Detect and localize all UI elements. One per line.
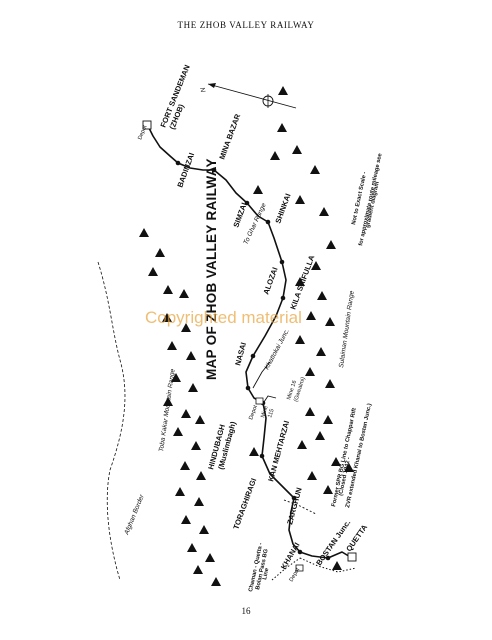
mountain-icon xyxy=(326,240,336,249)
mountain-icon xyxy=(205,553,215,562)
depot-hindubagh: Depot xyxy=(248,404,259,420)
mountain-icon xyxy=(181,409,191,418)
mountain-icon xyxy=(173,427,183,436)
chaman-line xyxy=(271,557,357,581)
mountain-icon xyxy=(186,351,196,360)
mountain-icon xyxy=(323,415,333,424)
mountain-icon xyxy=(344,463,354,472)
mountain-icon xyxy=(167,341,177,350)
station-shinkai: SHINKAI xyxy=(273,192,292,224)
mountain-icon xyxy=(311,261,321,270)
mountain-icon xyxy=(317,291,327,300)
mountain-icon xyxy=(277,123,287,132)
mountain-icon xyxy=(194,497,204,506)
mountain-symbols xyxy=(139,86,354,586)
copyright-watermark: Copyrighted material xyxy=(145,308,302,327)
mountain-icon xyxy=(331,457,341,466)
mountain-icon xyxy=(316,347,326,356)
mountain-icon xyxy=(179,289,189,298)
mountain-icon xyxy=(155,248,165,257)
mountain-icon xyxy=(191,441,201,450)
depot-south: Depot xyxy=(289,567,302,583)
mountain-icon xyxy=(270,151,280,160)
mountain-icon xyxy=(325,317,335,326)
mine-115-line1: Mine xyxy=(260,405,269,418)
mountain-icon xyxy=(196,471,206,480)
page-number: 16 xyxy=(241,606,251,616)
afghan-border xyxy=(97,261,126,581)
mountain-icon xyxy=(307,471,317,480)
khattokai-junction: Khattokai Junc. xyxy=(264,328,291,371)
mountain-icon xyxy=(187,543,197,552)
north-label: N xyxy=(198,87,206,94)
mountain-icon xyxy=(163,285,173,294)
mine-16-line1: Mine 16 xyxy=(286,380,298,401)
former-spr-link xyxy=(283,499,317,515)
mountain-icon xyxy=(171,373,181,382)
mountain-icon xyxy=(193,565,203,574)
mountain-icon xyxy=(319,207,329,216)
station-badinzai: BADINZAI xyxy=(175,152,196,189)
sulaiman-range: Sulaiman Mountain Range xyxy=(338,290,356,368)
mountain-icon xyxy=(306,311,316,320)
mountain-icon xyxy=(180,461,190,470)
mountain-icon xyxy=(323,485,333,494)
mountain-icon xyxy=(195,415,205,424)
map-title: MAP OF ZHOB VALLEY RAILWAY xyxy=(204,158,219,380)
mountain-icon xyxy=(175,487,185,496)
station-nasai: NASAI xyxy=(233,341,248,366)
mountain-icon xyxy=(325,379,335,388)
station-kila-saifulla: KILA SAIFULLA xyxy=(288,253,316,310)
depot-north: Depot xyxy=(137,124,148,141)
railway-line xyxy=(147,125,353,559)
afghan-border-label: Afghan Border xyxy=(123,493,146,537)
mountain-icon xyxy=(295,335,305,344)
toba-kakar-range: Toba Kakar Mountain Range xyxy=(158,368,177,452)
station-toragharghi: TORAGHIRAGI xyxy=(231,477,258,531)
mountain-icon xyxy=(295,195,305,204)
north-arrow: N xyxy=(198,83,297,109)
mountain-icon xyxy=(162,313,172,322)
station-kan-mehtarzai: KAN MEHTARZAI xyxy=(266,420,291,483)
mountain-icon xyxy=(163,397,173,406)
chaman-line-note3: Line xyxy=(262,567,271,581)
mine-115-line2: 115 xyxy=(267,408,275,418)
running-head: THE ZHOB VALLEY RAILWAY xyxy=(177,20,315,30)
station-markers xyxy=(142,120,357,572)
station-bostan-junc: BOSTAN Junc. xyxy=(314,518,352,567)
station-mina-bazar: MINA BAZAR xyxy=(217,112,242,160)
station-alozai: ALOZAI xyxy=(261,266,279,296)
mountain-icon xyxy=(148,267,158,276)
mountain-icon xyxy=(253,185,263,194)
mountain-icon xyxy=(139,228,149,237)
mountain-icon xyxy=(278,86,288,95)
mountain-icon xyxy=(305,407,315,416)
mountain-icon xyxy=(188,383,198,392)
mountain-icon xyxy=(310,165,320,174)
mountain-icon xyxy=(292,145,302,154)
station-simzai: SIMZAI xyxy=(231,201,248,228)
mountain-icon xyxy=(181,323,191,332)
mountain-icon xyxy=(295,277,305,286)
mountain-icon xyxy=(249,447,259,456)
mountain-icon xyxy=(199,525,209,534)
mountain-icon xyxy=(297,440,307,449)
mountain-icon xyxy=(332,561,342,570)
mountain-icon xyxy=(181,515,191,524)
mountain-icon xyxy=(315,431,325,440)
mountain-icon xyxy=(305,367,315,376)
mountain-icon xyxy=(211,577,221,586)
